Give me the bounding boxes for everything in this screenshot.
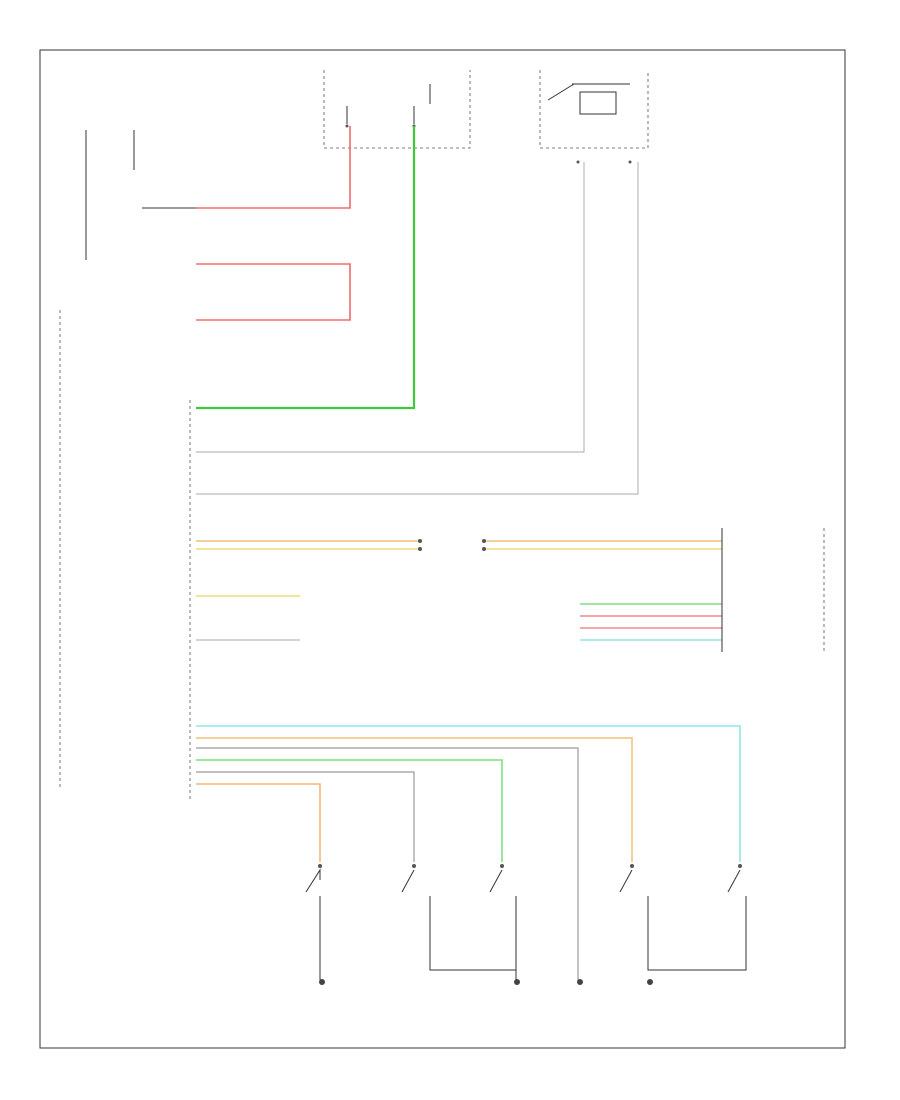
switch-3: [489, 864, 520, 985]
wire-red-2: [196, 263, 351, 321]
ignition-switch-module: [539, 70, 649, 164]
switch-1: [305, 864, 325, 985]
switch-input-bundle: [196, 725, 741, 980]
fuse-block: [85, 130, 135, 260]
ignition-pin-dot-left: [576, 160, 580, 164]
wire-ignition-1: [196, 162, 585, 453]
ecm-lines: [580, 528, 825, 652]
switch-2: [401, 864, 517, 980]
ipc-pin-dot-a: [345, 124, 349, 128]
ignition-pin-dot-right: [628, 160, 632, 164]
ground-center: [577, 979, 583, 985]
wire-red-1: [196, 126, 351, 209]
switch-5: [727, 864, 742, 893]
wire-ignition-2: [196, 162, 639, 495]
diagram-frame: [39, 49, 846, 1049]
wire-green: [196, 126, 416, 410]
switch-4: [619, 864, 747, 985]
instrument-panel-cluster-module: [323, 70, 471, 149]
